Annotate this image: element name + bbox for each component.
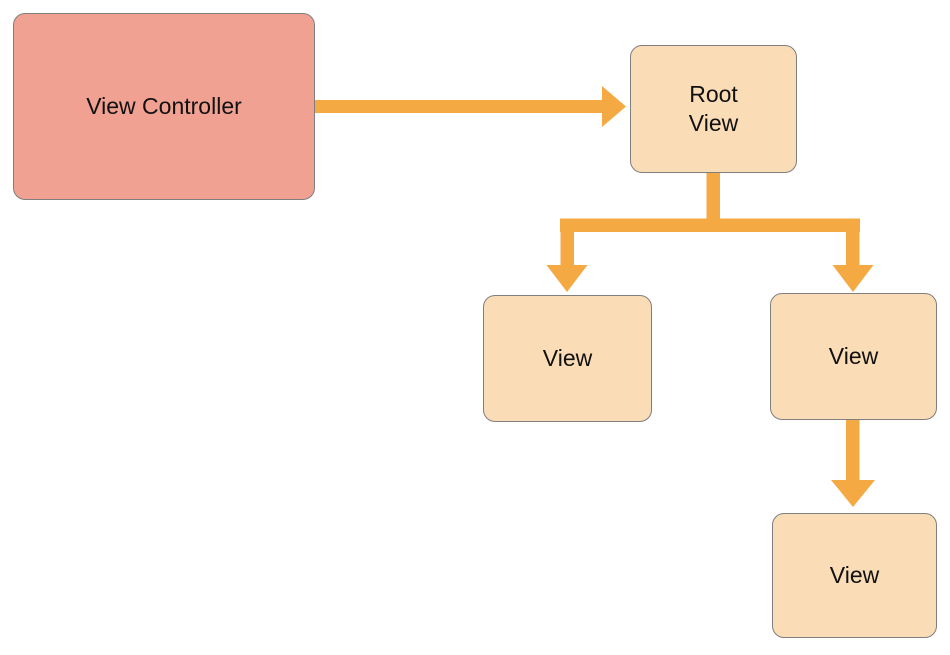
arrow-controller-to-root-view <box>315 86 626 127</box>
node-right-view-label: View <box>828 343 879 370</box>
node-view-controller-label: View Controller <box>86 93 242 120</box>
node-right-view: View <box>770 293 937 420</box>
node-root-view: Root View <box>630 45 797 173</box>
node-bottom-view: View <box>772 513 937 638</box>
node-view-controller: View Controller <box>13 13 315 200</box>
node-root-view-label: Root View <box>688 81 739 136</box>
arrow-view-to-subview <box>831 420 875 507</box>
connector-root-view-to-subviews <box>546 173 874 292</box>
node-left-view-label: View <box>542 345 593 372</box>
node-left-view: View <box>483 295 652 422</box>
node-bottom-view-label: View <box>829 562 880 589</box>
